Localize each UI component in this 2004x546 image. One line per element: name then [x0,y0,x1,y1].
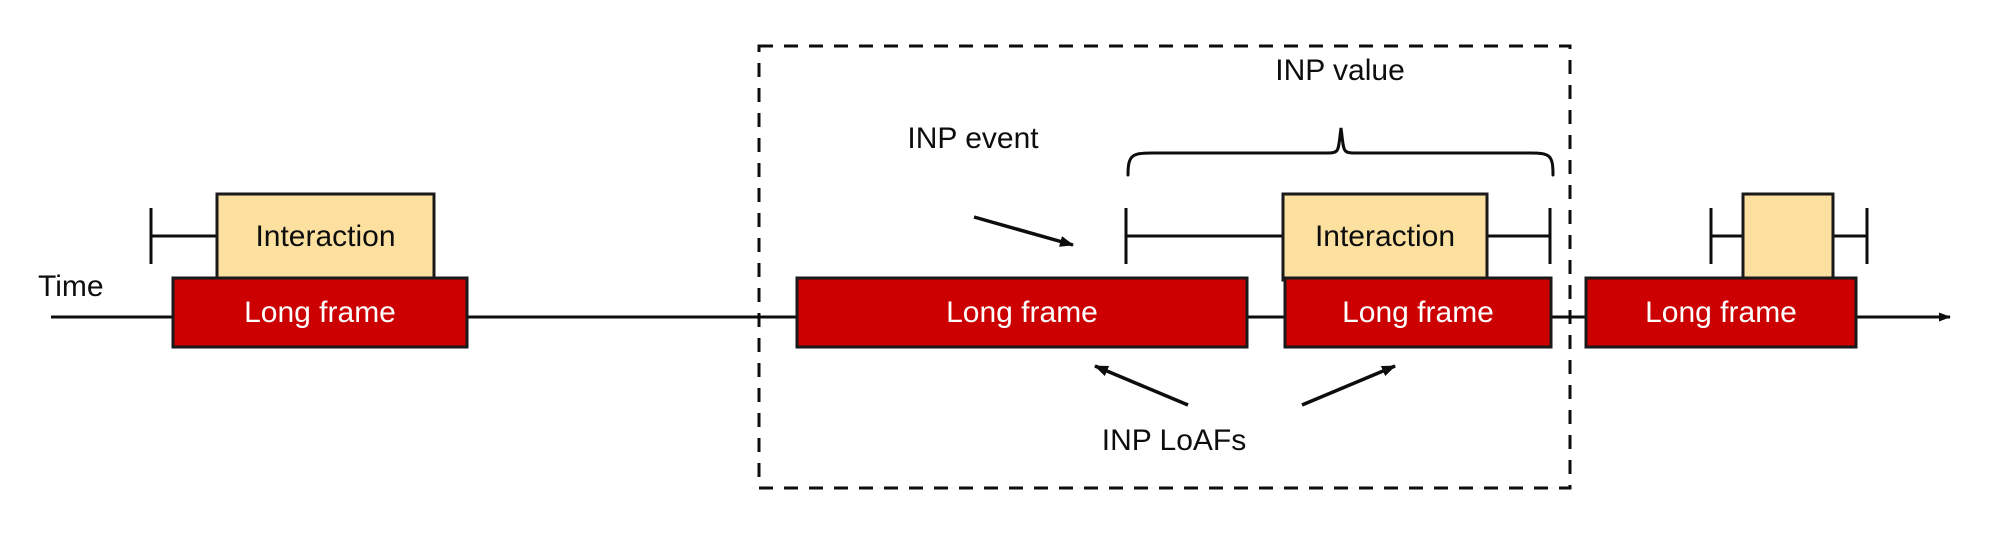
interaction-box-3[interactable] [1741,192,1835,282]
long-frame-2[interactable]: Long frame [795,276,1249,349]
long-frame-3-rect[interactable] [1283,276,1553,349]
inp-loafs-label: INP LoAFs [1102,424,1247,457]
interaction-box-1-rect[interactable] [215,192,436,282]
long-frame-1[interactable]: Long frame [171,276,469,349]
interaction-box-1-label: Interaction [255,220,395,253]
inp-value-label: INP value [1275,54,1405,87]
inp-region-dashed-box [757,44,1572,490]
long-frame-3-label: Long frame [1342,296,1494,329]
inp-event-label: INP event [907,122,1039,155]
long-frame-1-rect[interactable] [171,276,469,349]
long-frame-4[interactable]: Long frame [1584,276,1858,349]
inp-loafs-arrow-left [1094,364,1189,407]
interaction-box-2-label: Interaction [1315,220,1455,253]
long-frame-3[interactable]: Long frame [1283,276,1553,349]
long-frame-2-rect[interactable] [795,276,1249,349]
inp-event-arrow [973,215,1074,247]
inp-loafs-arrow-right [1301,364,1396,407]
interaction-box-3-rect[interactable] [1741,192,1835,282]
long-frame-1-label: Long frame [244,296,396,329]
long-frame-4-rect[interactable] [1584,276,1858,349]
interaction-box-1[interactable]: Interaction [215,192,436,282]
long-frame-4-label: Long frame [1645,296,1797,329]
interaction-box-2[interactable]: Interaction [1281,192,1489,282]
inp-value-brace [1126,127,1555,177]
timeline-axis-label: Time [38,270,104,303]
long-frame-2-label: Long frame [946,296,1098,329]
